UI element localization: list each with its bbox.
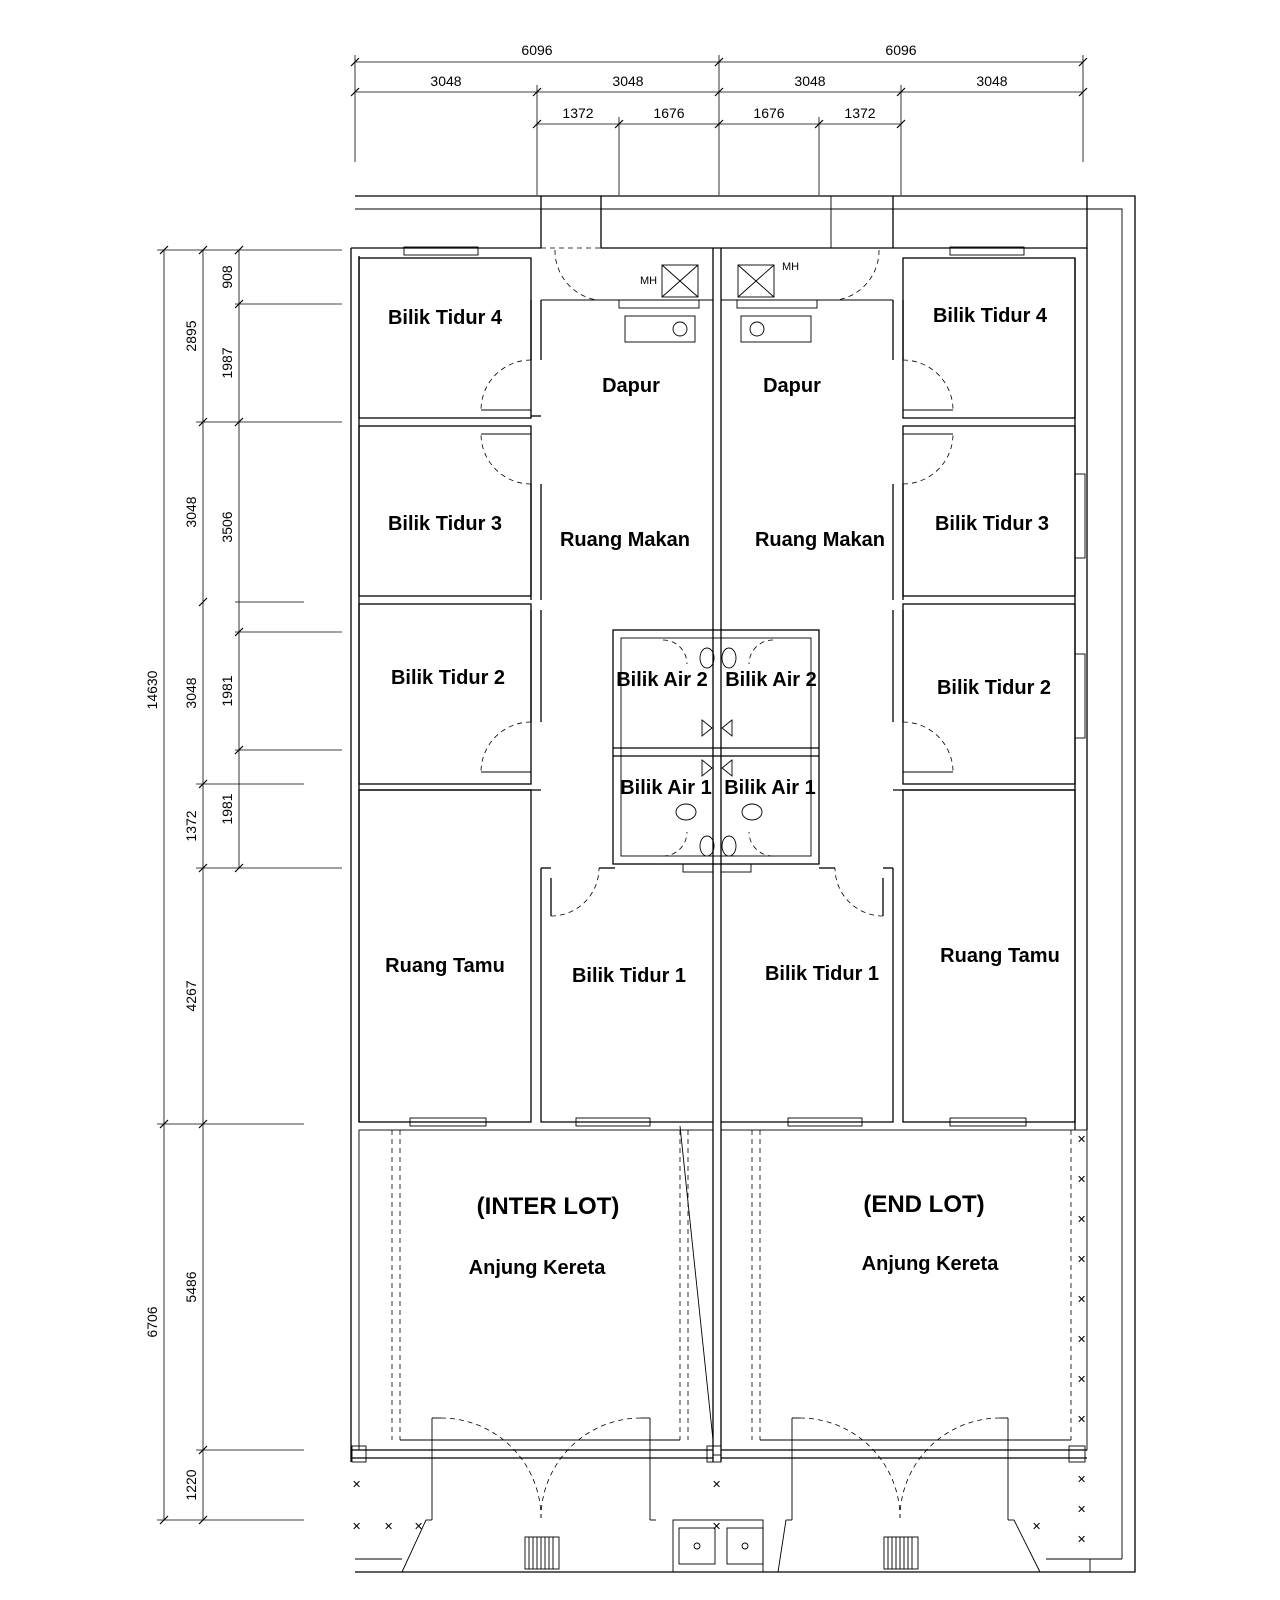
left-unit [351, 246, 722, 1573]
x-marker: ✕ [1077, 1253, 1086, 1266]
x-marker: ✕ [352, 1520, 361, 1533]
x-marker: ✕ [712, 1520, 721, 1533]
x-marker: ✕ [712, 1478, 721, 1491]
dim-left-second-4: 1372 [183, 810, 199, 841]
porch-label: Anjung Kereta [862, 1253, 1000, 1275]
room-label-ruang-makan: Ruang Makan [560, 529, 690, 551]
valve-icon [701, 719, 733, 777]
x-marker: ✕ [1032, 1520, 1041, 1533]
room-label-bilik-air-1: Bilik Air 1 [620, 777, 712, 799]
lot-type-label: (INTER LOT) [477, 1193, 620, 1220]
dim-left-second-7: 1220 [183, 1469, 199, 1500]
dim-top-second-2: 3048 [612, 73, 643, 89]
dim-left-second-5: 4267 [183, 980, 199, 1011]
dim-left-overall-1: 14630 [144, 670, 160, 709]
room-label-bilik-tidur-1: Bilik Tidur 1 [572, 965, 686, 987]
dim-left-third-5: 1981 [219, 793, 235, 824]
drain-grate-icon [524, 1536, 560, 1570]
lot-type-label: (END LOT) [863, 1191, 984, 1218]
room-label-dapur: Dapur [602, 375, 660, 397]
dim-left-third-3: 3506 [219, 511, 235, 542]
room-label-bilik-air-2: Bilik Air 2 [616, 669, 708, 691]
x-marker: ✕ [1077, 1293, 1086, 1306]
porch-label: Anjung Kereta [469, 1257, 607, 1279]
dim-left-third-4: 1981 [219, 675, 235, 706]
x-marker: ✕ [1077, 1533, 1086, 1546]
kitchen-fixtures: MH MH [554, 249, 880, 343]
dim-top-overall-2: 6096 [885, 42, 916, 58]
room-label-ruang-tamu: Ruang Tamu [940, 945, 1060, 967]
x-marker: ✕ [1077, 1213, 1086, 1226]
dim-top-third-2: 1676 [653, 105, 684, 121]
dim-top-third-3: 1676 [753, 105, 784, 121]
room-label-bilik-tidur-4: Bilik Tidur 4 [388, 307, 503, 329]
room-label-bilik-tidur-3: Bilik Tidur 3 [935, 513, 1049, 535]
x-marker: ✕ [1077, 1473, 1086, 1486]
dim-left-second-3: 3048 [183, 677, 199, 708]
manhole-label-right: MH [782, 261, 799, 273]
room-label-bilik-tidur-4: Bilik Tidur 4 [933, 305, 1048, 327]
x-marker: ✕ [1077, 1333, 1086, 1346]
dim-top-second-4: 3048 [976, 73, 1007, 89]
dim-top-third-1: 1372 [562, 105, 593, 121]
room-label-ruang-tamu: Ruang Tamu [385, 955, 505, 977]
room-label-bilik-tidur-1: Bilik Tidur 1 [765, 963, 879, 985]
manhole-label-left: MH [640, 275, 657, 287]
dim-top-overall-1: 6096 [521, 42, 552, 58]
right-unit-labels: Bilik Tidur 4 Dapur Bilik Tidur 3 Ruang … [724, 305, 1060, 1275]
room-label-bilik-air-1: Bilik Air 1 [724, 777, 816, 799]
party-wall [712, 248, 722, 1462]
sink-icon [618, 299, 818, 343]
x-marker: ✕ [384, 1520, 393, 1533]
room-label-bilik-tidur-2: Bilik Tidur 2 [391, 667, 505, 689]
dim-top-second-3: 3048 [794, 73, 825, 89]
room-label-ruang-makan: Ruang Makan [755, 529, 885, 551]
dim-left-third-2: 1987 [219, 347, 235, 378]
right-unit [720, 246, 1088, 1573]
room-label-bilik-air-2: Bilik Air 2 [725, 669, 817, 691]
dim-top-third-4: 1372 [844, 105, 875, 121]
x-marker: ✕ [1077, 1373, 1086, 1386]
dim-left-third-1: 908 [219, 265, 235, 289]
site-boundary [355, 195, 1136, 1573]
drain-grate-icon [883, 1536, 919, 1570]
dim-left-second-2: 3048 [183, 496, 199, 527]
fence-markers: ✕ ✕ ✕ ✕ ✕ ✕ ✕ ✕ ✕ ✕ ✕ ✕ ✕ ✕ ✕ ✕ ✕ ✕ [352, 1133, 1086, 1546]
left-unit-labels: Bilik Tidur 4 Dapur Bilik Tidur 3 Ruang … [385, 307, 712, 1279]
dim-left-overall-2: 6706 [144, 1306, 160, 1337]
x-marker: ✕ [1077, 1173, 1086, 1186]
top-dimensions: 6096 6096 3048 3048 3048 3048 1372 1676 … [350, 42, 1088, 195]
manhole-icon [661, 264, 775, 298]
left-dimensions: 14630 6706 2895 3048 3048 1372 4267 5486… [144, 245, 342, 1525]
x-marker: ✕ [1077, 1133, 1086, 1146]
room-label-dapur: Dapur [763, 375, 821, 397]
x-marker: ✕ [414, 1520, 423, 1533]
dim-left-second-6: 5486 [183, 1271, 199, 1302]
toilet-icon [675, 647, 763, 857]
x-marker: ✕ [352, 1478, 361, 1491]
bathroom-block [612, 629, 820, 873]
dim-left-second-1: 2895 [183, 320, 199, 351]
room-label-bilik-tidur-2: Bilik Tidur 2 [937, 677, 1051, 699]
dim-top-second-1: 3048 [430, 73, 461, 89]
x-marker: ✕ [1077, 1413, 1086, 1426]
x-marker: ✕ [1077, 1503, 1086, 1516]
meter-box-icon [672, 1519, 764, 1573]
room-label-bilik-tidur-3: Bilik Tidur 3 [388, 513, 502, 535]
